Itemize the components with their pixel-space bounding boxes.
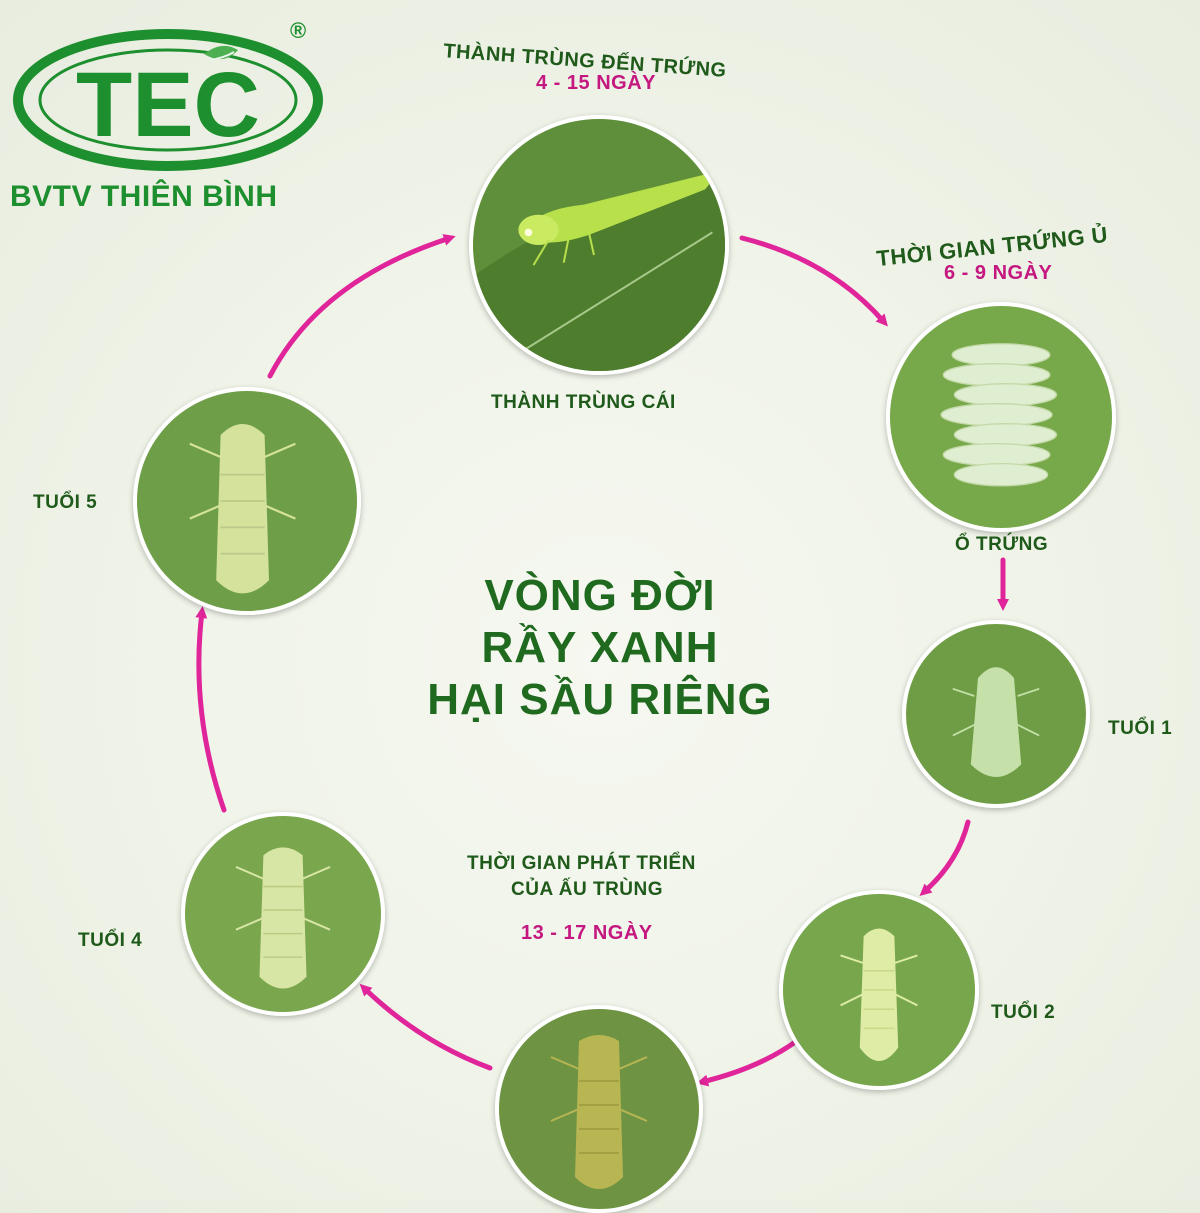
title-line2: RẦY XANH [481, 623, 719, 672]
arrow-instar5-to-adult [267, 234, 456, 379]
instar3-nymph-icon [499, 1009, 699, 1209]
title-line1: VÒNG ĐỜI [484, 571, 716, 620]
registered-mark: ® [290, 18, 307, 43]
nymph-development-title-line1: THỜI GIAN PHÁT TRIỂN [467, 853, 696, 874]
adult-to-egg-duration: 4 - 15 NGÀY [536, 72, 656, 94]
logo-text: TEC [76, 54, 260, 156]
adult-label: THÀNH TRÙNG CÁI [491, 392, 676, 413]
eggs-photo [886, 302, 1116, 532]
instar1-nymph-icon [906, 624, 1086, 804]
eggs-label: Ổ TRỨNG [955, 534, 1049, 555]
instar2-nymph-icon [783, 894, 975, 1086]
tec-logo-icon: TEC [13, 29, 323, 171]
arrow-instar4-to-instar5 [195, 606, 227, 813]
arrow-instar3-to-instar4 [359, 983, 493, 1071]
arrow-instar2-to-instar3 [696, 1037, 801, 1087]
instar2-label: TUỔI 2 [991, 1002, 1056, 1023]
instar5-label: TUỔI 5 [33, 492, 98, 513]
company-name: BVTV THIÊN BÌNH [10, 180, 278, 213]
arrow-adult-to-eggs [739, 235, 888, 327]
instar3-photo [495, 1005, 703, 1213]
instar1-label: TUỔI 1 [1108, 718, 1173, 739]
incubation-duration: 6 - 9 NGÀY [944, 262, 1053, 284]
nymph-development-duration: 13 - 17 NGÀY [521, 922, 653, 944]
instar4-photo [181, 812, 385, 1016]
instar2-photo [779, 890, 979, 1090]
nymph-development-title-line2: CỦA ẤU TRÙNG [511, 879, 664, 900]
instar4-nymph-icon [185, 816, 381, 1012]
arrow-instar1-to-instar2 [919, 819, 971, 896]
instar5-photo [133, 387, 361, 615]
instar1-photo [902, 620, 1090, 808]
egg-cluster-icon [890, 306, 1112, 528]
brand-logo: TEC ® BVTV THIÊN BÌNH [8, 18, 338, 218]
title-line3: HẠI SẦU RIÊNG [427, 675, 773, 724]
adult-leafhopper-icon [473, 119, 725, 371]
adult-photo [469, 115, 729, 375]
diagram-title: VÒNG ĐỜI RẦY XANH HẠI SẦU RIÊNG [380, 570, 820, 726]
instar5-nymph-icon [137, 391, 357, 611]
instar4-label: TUỔI 4 [78, 930, 143, 951]
